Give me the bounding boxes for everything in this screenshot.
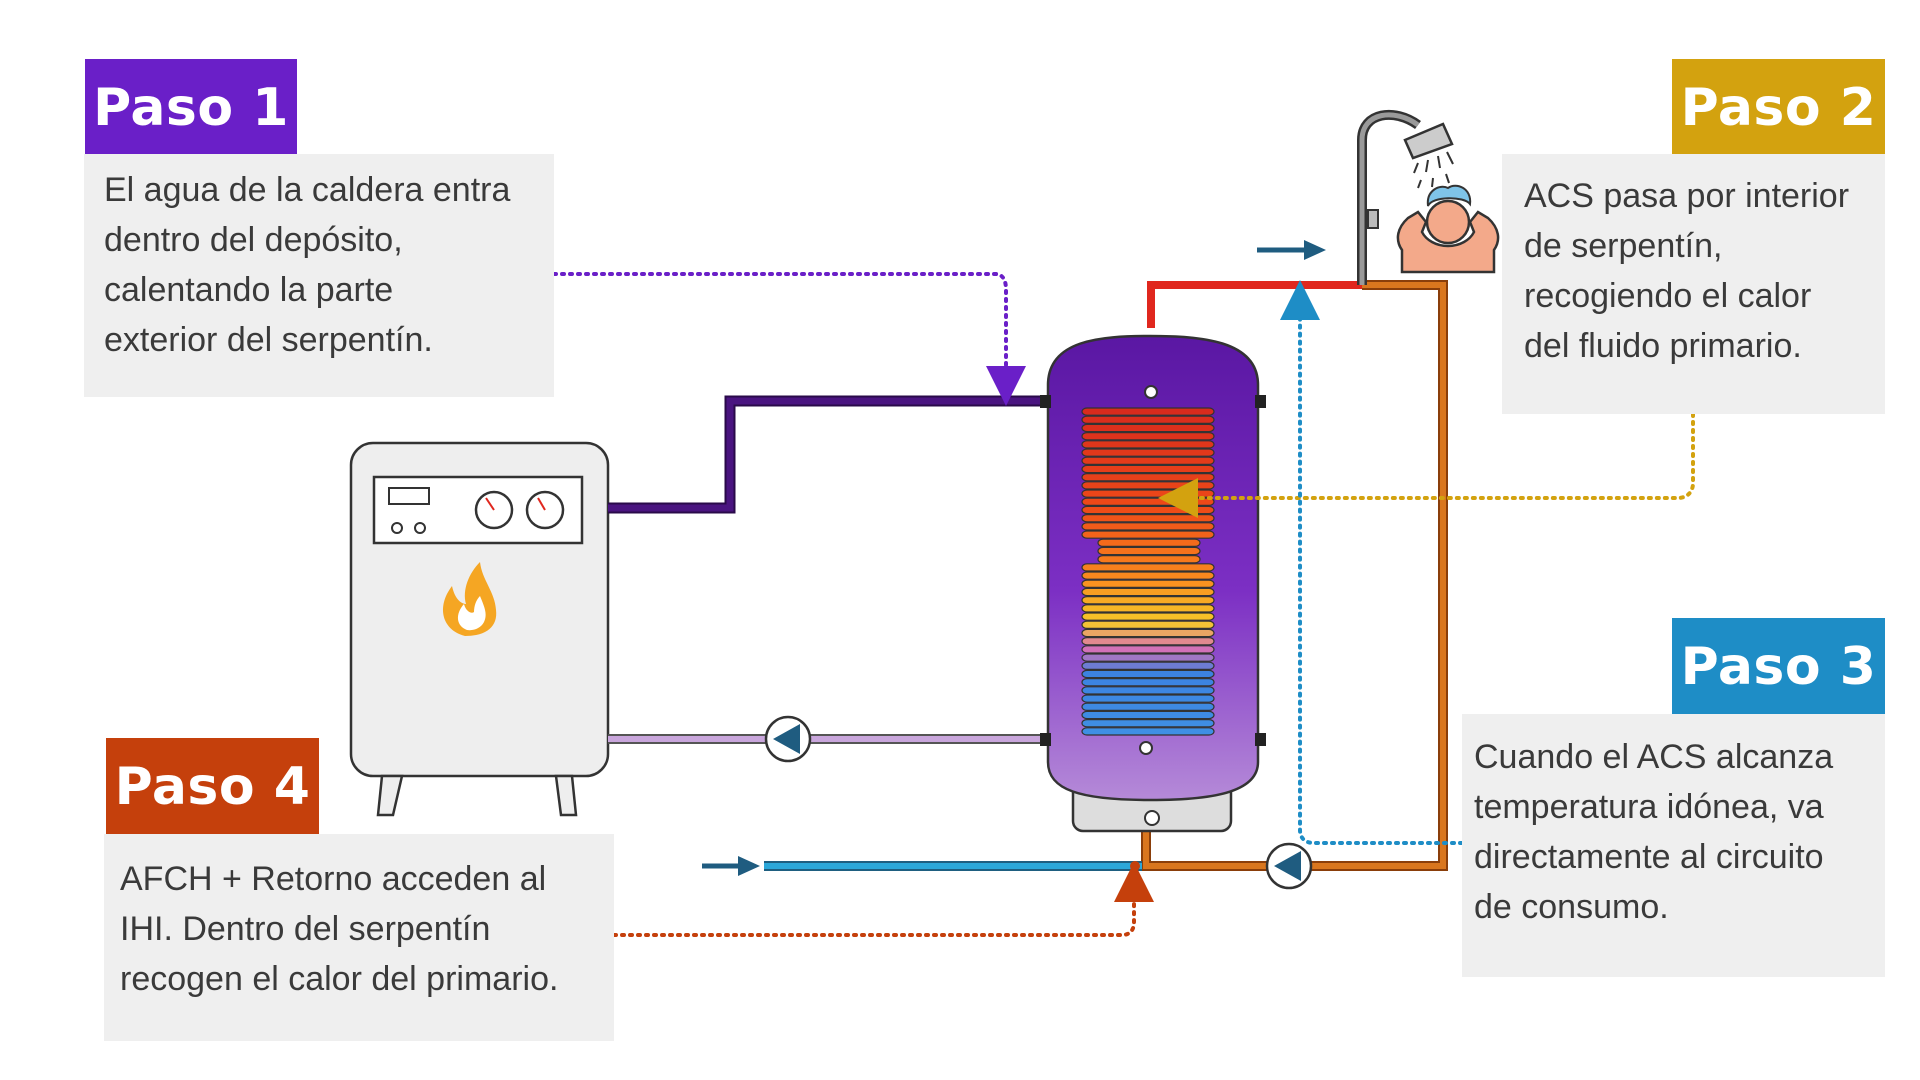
step-4-line: IHI. Dentro del serpentín [120, 910, 491, 948]
coil-ring [1081, 587, 1215, 597]
coil-ring [1081, 473, 1215, 482]
coil-ring [1081, 718, 1215, 728]
step-4-line: recogen el calor del primario. [120, 960, 559, 998]
coil-ring [1081, 653, 1215, 662]
coil-ring [1081, 423, 1215, 433]
coil-ring [1081, 710, 1215, 720]
coil-ring [1081, 604, 1215, 613]
pump-icon [764, 715, 812, 763]
step-1-title: Paso 1 [85, 59, 297, 157]
step-4-description: AFCH + Retorno acceden al IHI. Dentro de… [104, 834, 614, 1041]
coil-ring [1081, 407, 1215, 416]
coil-ring [1081, 571, 1215, 580]
step-3-title: Paso 3 [1672, 618, 1885, 716]
step-1-line: exterior del serpentín. [104, 321, 433, 359]
coil-ring [1081, 727, 1215, 736]
coil-ring [1081, 579, 1215, 589]
step2-leader [1158, 412, 1695, 518]
coil-ring [1081, 464, 1215, 474]
step-1-line: El agua de la caldera entra [104, 171, 511, 209]
step-1-line: calentando la parte [104, 271, 394, 309]
step-4-title: Paso 4 [106, 738, 319, 836]
coil-ring [1081, 686, 1215, 695]
step-3-line: temperatura idónea, va [1474, 788, 1824, 826]
step4-leader [612, 862, 1154, 937]
step1-leader [552, 272, 1026, 406]
coil-ring [1081, 636, 1215, 646]
coil-ring [1081, 440, 1215, 449]
coil-ring [1081, 505, 1215, 515]
step-3-line: de consumo. [1474, 888, 1669, 926]
coil-tank-icon [1040, 334, 1266, 833]
coil-ring [1097, 546, 1201, 556]
coil-ring [1081, 669, 1215, 679]
coil-ring [1081, 628, 1215, 638]
step-3-line: Cuando el ACS alcanza [1474, 738, 1834, 776]
primary-flow-pipe [608, 395, 1040, 514]
step-3-line: directamente al circuito [1474, 838, 1824, 876]
coil-ring [1081, 522, 1215, 531]
coil-ring [1081, 563, 1215, 572]
coil-ring [1081, 448, 1215, 457]
step-4-line: AFCH + Retorno acceden al [120, 860, 547, 898]
person-icon [1396, 184, 1500, 274]
step-1-description: El agua de la caldera entra dentro del d… [84, 154, 554, 397]
step-2-line: del fluido primario. [1524, 327, 1802, 365]
step-1-line: dentro del depósito, [104, 221, 403, 259]
coil-ring [1081, 415, 1215, 425]
step-2-title: Paso 2 [1672, 59, 1885, 157]
arrow-icon [702, 856, 760, 876]
step-3-description: Cuando el ACS alcanza temperatura idónea… [1462, 714, 1885, 977]
step3-leader [1280, 280, 1464, 845]
coil-ring [1097, 554, 1201, 564]
boiler-icon [349, 441, 610, 817]
step-2-description: ACS pasa por interior de serpentín, reco… [1502, 154, 1885, 414]
pump-icon [1265, 842, 1313, 890]
step-2-line: de serpentín, [1524, 227, 1723, 265]
step-2-line: recogiendo el calor [1524, 277, 1812, 315]
coil-ring [1081, 481, 1215, 490]
coil-ring [1081, 432, 1215, 441]
coil-ring [1081, 645, 1215, 654]
coil-ring [1081, 595, 1215, 605]
coil-ring [1081, 530, 1215, 539]
coil-ring [1081, 612, 1215, 621]
coil-ring [1081, 513, 1215, 523]
coil-ring [1081, 456, 1215, 466]
coil-ring [1081, 620, 1215, 630]
shower-icon [1357, 109, 1454, 285]
coil-ring [1081, 694, 1215, 703]
flame-icon [443, 562, 497, 636]
coil-ring [1081, 702, 1215, 712]
coil-ring [1081, 661, 1215, 671]
arrow-icon [1257, 240, 1326, 260]
coil-ring [1097, 538, 1201, 548]
coil-ring [1081, 677, 1215, 687]
step-2-line: ACS pasa por interior [1524, 177, 1850, 215]
